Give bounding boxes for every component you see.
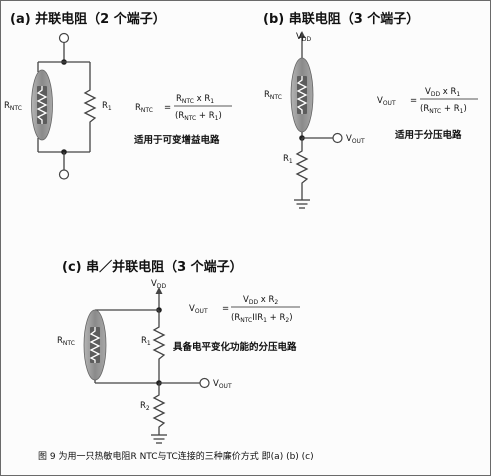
panel-c-title: (c) 串／并联电阻（3 个端子） [62,259,243,275]
rntc-label: RNTC [4,101,22,112]
r2-label: R2 [140,401,150,412]
panel-c: (c) 串／并联电阻（3 个端子） VDD RNTC R1 VOUT R2 [57,259,300,444]
formula-lhs: RNTC [135,103,153,114]
vout-label: VOUT [346,134,365,145]
formula-num: VDD x R2 [243,295,278,306]
formula-eq: = [410,96,417,106]
rntc-label: RNTC [57,336,75,347]
panel-a-desc: 适用于可变增益电路 [134,134,220,146]
formula-eq: = [164,103,171,113]
vdd-arrow-icon [155,287,163,294]
panel-b-desc: 适用于分压电路 [395,129,462,141]
vdd-label: VDD [151,279,166,290]
resistor-r1-a [83,86,97,126]
thermistor-a [31,69,53,141]
thermistor-c [83,309,107,381]
resistor-r1-b [295,148,309,186]
resistor-r2-c [152,392,166,430]
vout-label: VOUT [213,379,232,390]
terminal-bottom [58,169,70,180]
vout-terminal [332,132,343,144]
formula-eq: = [222,304,229,314]
vdd-label: VDD [296,32,311,43]
r1-label: R1 [141,336,151,347]
formula-c: VOUT = VDD x R2 (RNTCIIR1 + R2) [189,295,300,324]
formula-lhs: VOUT [189,304,208,315]
formula-den: (RNTC + R1) [420,104,467,115]
panel-b: (b) 串联电阻（3 个端子） VDD RNTC VOUT R1 VOUT = [263,11,478,209]
resistor-r1-c [152,324,166,362]
formula-num: RNTC x R1 [176,94,214,105]
panel-a: (a) 并联电阻（2 个端子） RNTC R1 RNTC = RNTC x R1 [4,11,232,180]
figure-caption: 图 9 为用一只热敏电阻R NTC与TC连接的三种廉价方式 即(a) (b) (… [38,450,314,462]
terminal-top [58,32,70,44]
panel-c-desc: 具备电平变化功能的分压电路 [172,341,297,353]
formula-den: (RNTC + R1) [175,111,222,122]
vdd-arrow-icon [298,31,306,38]
formula-lhs: VOUT [377,96,396,107]
formula-b: VOUT = VDD x R1 (RNTC + R1) [377,87,478,115]
thermistor-b [290,57,314,133]
vout-terminal [199,377,210,389]
rntc-label: RNTC [264,90,282,101]
formula-num: VDD x R1 [425,87,460,98]
formula-a: RNTC = RNTC x R1 (RNTC + R1) [135,94,232,122]
r1-label: R1 [102,101,112,112]
ground-icon [151,434,167,444]
panel-a-title: (a) 并联电阻（2 个端子） [10,11,166,27]
panel-b-title: (b) 串联电阻（3 个端子） [263,11,419,27]
formula-den: (RNTCIIR1 + R2) [231,313,293,324]
ground-icon [294,199,310,209]
r1-label: R1 [283,154,293,165]
